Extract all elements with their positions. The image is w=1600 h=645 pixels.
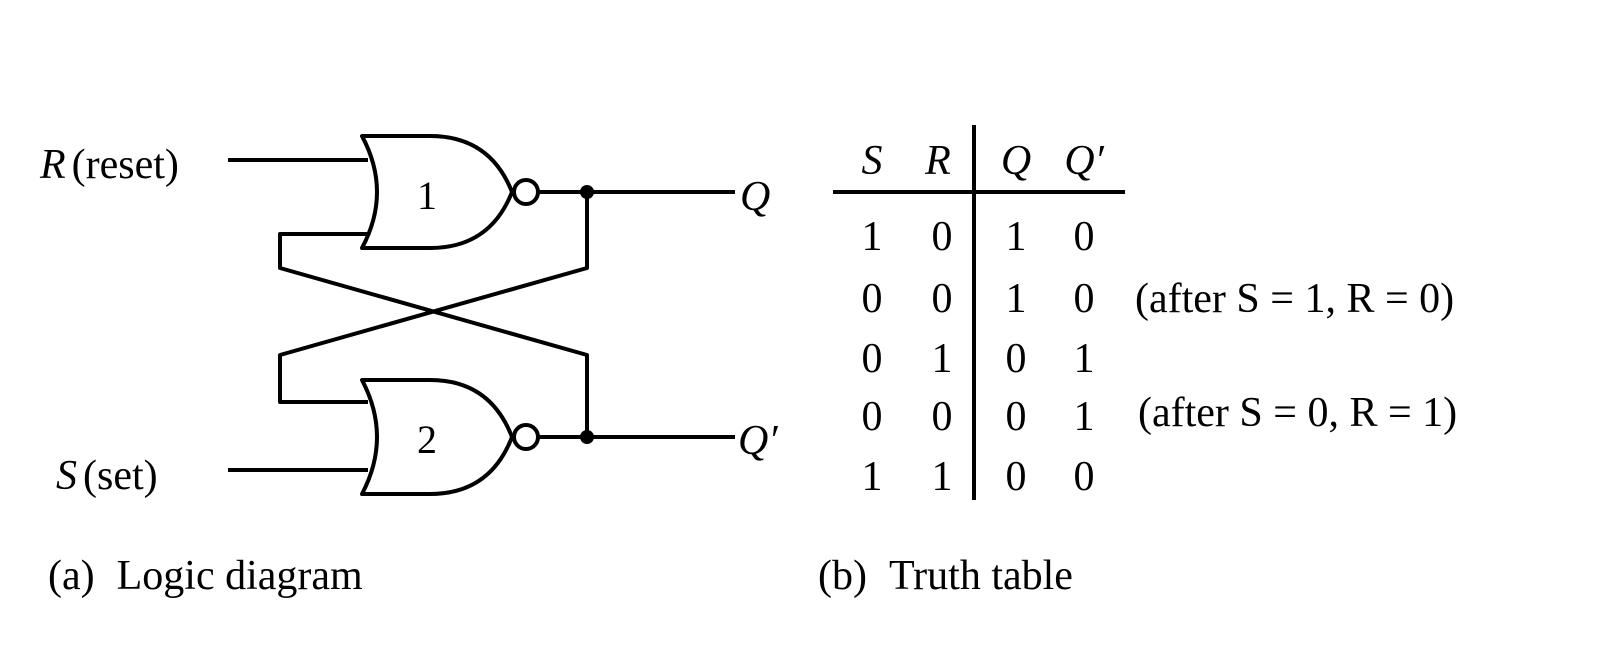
gate-1-bubble: [512, 178, 540, 206]
caption-truth-table: (b) Truth table: [818, 555, 1073, 597]
table-header-q: Q: [1000, 138, 1032, 184]
table-cell: 0: [1005, 394, 1027, 440]
s-symbol: S: [56, 453, 77, 499]
table-cell: 1: [931, 336, 953, 382]
table-cell: 0: [931, 214, 953, 260]
gate-1-number: 1: [417, 173, 437, 218]
table-header-r: R: [925, 138, 951, 184]
qprime-junction-dot: [580, 430, 594, 444]
table-cell: 1: [1005, 214, 1027, 260]
s-input-label: S(set): [56, 455, 158, 497]
table-note-1: (after S = 1, R = 0): [1135, 276, 1455, 322]
table-cell: 0: [861, 394, 883, 440]
table-cell: 0: [1073, 454, 1095, 500]
caption-b-tag: (b): [818, 553, 867, 599]
table-cell: 1: [1073, 336, 1095, 382]
gate-2-number: 2: [417, 417, 437, 462]
caption-logic-diagram: (a) Logic diagram: [48, 555, 363, 597]
r-symbol: R: [40, 142, 66, 188]
table-header-qprime: Q′: [1064, 138, 1104, 184]
table-cell: 0: [861, 336, 883, 382]
r-text: (reset): [71, 142, 179, 188]
nor-gate-1: [360, 134, 514, 250]
caption-a-tag: (a): [48, 553, 95, 599]
table-header-s: S: [861, 138, 883, 184]
qprime-output-label: Q′: [738, 418, 778, 464]
table-cell: 1: [931, 454, 953, 500]
table-cell: 1: [1005, 276, 1027, 322]
table-cell: 1: [861, 454, 883, 500]
table-cell: 0: [1005, 454, 1027, 500]
table-cell: 0: [1073, 276, 1095, 322]
table-cell: 1: [861, 214, 883, 260]
table-cell: 0: [931, 394, 953, 440]
q-junction-dot: [580, 185, 594, 199]
feedback-q-to-gate2: [278, 192, 589, 404]
s-text: (set): [83, 453, 158, 499]
caption-a-text: Logic diagram: [116, 553, 363, 599]
caption-b-text: Truth table: [888, 553, 1073, 599]
table-cell: 1: [1073, 394, 1095, 440]
gate-2-bubble: [512, 423, 540, 451]
table-cell: 0: [931, 276, 953, 322]
table-cell: 0: [861, 276, 883, 322]
table-note-2: (after S = 0, R = 1): [1138, 390, 1458, 436]
table-cell: 0: [1005, 336, 1027, 382]
nor-gate-2: [360, 378, 514, 496]
q-output-label: Q: [740, 174, 771, 220]
feedback-qprime-to-gate1: [278, 232, 589, 437]
r-input-label: R(reset): [40, 144, 179, 186]
table-cell: 0: [1073, 214, 1095, 260]
